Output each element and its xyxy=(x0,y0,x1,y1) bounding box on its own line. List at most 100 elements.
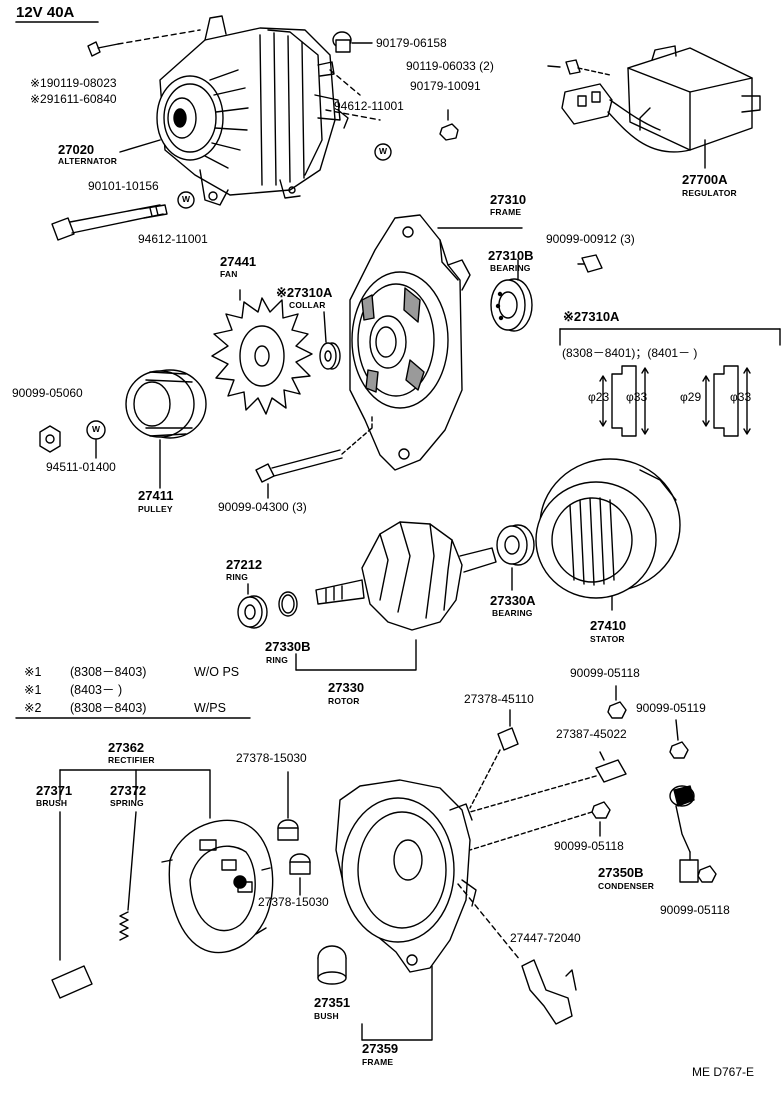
label-rotor-number: 27330 xyxy=(328,680,365,695)
label-bearing-27330a-name: BEARING xyxy=(492,608,533,618)
note-2-mark: ※1 xyxy=(24,683,42,697)
label-bearing-27310b-name: BEARING xyxy=(490,263,531,273)
collar-27310a xyxy=(319,311,341,370)
fan-27441-drawing xyxy=(211,289,313,415)
pulley-27411-drawing xyxy=(125,369,207,489)
ring-27330b xyxy=(278,591,298,617)
frame-27310-drawing xyxy=(349,214,523,471)
label-nut-90179-10091: 90179-10091 xyxy=(410,79,481,93)
label-regulator-number: 27700A xyxy=(682,172,728,187)
screw-90099-00912 xyxy=(577,254,603,273)
label-frame-27359-name: FRAME xyxy=(362,1057,394,1067)
label-bush-number: 27351 xyxy=(314,995,351,1010)
label-ring-27212-number: 27212 xyxy=(226,557,263,572)
label-bolt-90101-10156: 90101-10156 xyxy=(88,179,159,193)
glyph-washer-b: W xyxy=(182,194,191,204)
label-cap-90179-06158: 90179-06158 xyxy=(376,36,447,50)
label-nut-90099-05060: 90099-05060 xyxy=(12,386,83,400)
label-fan-name: FAN xyxy=(220,269,238,279)
glyph-washer-a: W xyxy=(379,146,388,156)
bracket-27447-72040 xyxy=(457,883,577,1025)
spring-27372 xyxy=(119,811,137,941)
collar-profile-a xyxy=(599,365,649,437)
footer-code: ME D767-E xyxy=(692,1065,755,1079)
bearing-27310b xyxy=(490,259,533,332)
label-screw-90119-06033: 90119-06033 (2) xyxy=(406,59,494,73)
label-brush-number: 27371 xyxy=(36,783,73,798)
label-brush-name: BRUSH xyxy=(36,798,68,808)
label-spring-name: SPRING xyxy=(110,798,144,808)
regulator-drawing xyxy=(561,45,761,169)
label-screw-90099-00912: 90099-00912 (3) xyxy=(546,232,635,246)
label-bush-name: BUSH xyxy=(314,1011,339,1021)
label-stator-number: 27410 xyxy=(590,618,627,633)
collar-detail-box xyxy=(559,328,781,437)
label-fan-number: 27441 xyxy=(220,254,257,269)
label-washer-94511-01400: 94511-01400 xyxy=(46,460,116,474)
label-insulator-a: 27378-15030 xyxy=(236,751,307,765)
alternator-leader xyxy=(119,139,161,153)
rectifier-27362-drawing xyxy=(59,769,274,954)
label-spring-number: 27372 xyxy=(110,783,147,798)
bush-27351 xyxy=(317,945,347,985)
label-nut-90099-05118-a: 90099-05118 xyxy=(570,666,640,680)
nut-90099-05060 xyxy=(39,425,61,453)
label-terminal-27378-45110: 27378-45110 xyxy=(464,692,534,706)
note-3-mark: ※2 xyxy=(24,701,42,715)
insulator-27378-15030-a xyxy=(277,771,299,841)
label-alternator-name: ALTERNATOR xyxy=(58,156,118,166)
nut-90099-05119 xyxy=(669,719,689,759)
bolt-90119-08023 xyxy=(87,29,201,57)
terminal-27378-45110 xyxy=(469,709,519,809)
label-pulley-name: PULLEY xyxy=(138,504,173,514)
note-3-desc: W/PS xyxy=(194,701,226,715)
screw-90119-06033 xyxy=(547,59,611,76)
collar-dim-a-outer: φ33 xyxy=(626,390,648,404)
cap-90179-06158 xyxy=(332,31,373,53)
label-frame-27359-number: 27359 xyxy=(362,1041,399,1056)
label-ring-27330b-number: 27330B xyxy=(265,639,311,654)
label-rotor-name: ROTOR xyxy=(328,696,360,706)
note-2-range: (8403－ ) xyxy=(70,683,123,697)
collar-detail-periods: (8308－8401)；(8401－ ) xyxy=(562,346,698,360)
note-3-range: (8308－8403) xyxy=(70,701,147,715)
label-washer-94612-a: 94612-11001 xyxy=(334,99,404,113)
bolt-90101-10156 xyxy=(51,204,168,241)
nut-90099-05118-b xyxy=(469,801,611,851)
collar-dim-b-outer: φ33 xyxy=(730,390,752,404)
label-bolt-top-1: ※190119-08023 xyxy=(30,76,117,90)
label-bearing-27310b-number: 27310B xyxy=(488,248,534,263)
label-nut-90099-05119: 90099-05119 xyxy=(636,701,706,715)
label-frame-27310-number: 27310 xyxy=(490,192,527,207)
note-1-range: (8308－8403) xyxy=(70,665,147,679)
brush-27371 xyxy=(51,811,93,999)
diagram-title: 12V 40A xyxy=(16,4,75,21)
label-bolt-90099-04300: 90099-04300 (3) xyxy=(218,500,307,514)
label-alternator-number: 27020 xyxy=(58,142,95,157)
assembly-axes xyxy=(325,69,381,121)
washer-94612-a xyxy=(374,143,392,161)
label-condenser-name: CONDENSER xyxy=(598,881,655,891)
collar-profile-b xyxy=(702,365,751,437)
label-rectifier-name: RECTIFIER xyxy=(108,755,155,765)
stator-27410-drawing xyxy=(535,458,681,611)
label-bracket-27447-72040: 27447-72040 xyxy=(510,931,581,945)
bearing-27330a xyxy=(496,524,535,591)
label-pulley-number: 27411 xyxy=(138,488,174,503)
label-frame-27310-name: FRAME xyxy=(490,207,522,217)
label-collar-number: ※27310A xyxy=(276,285,333,300)
condenser-27350b xyxy=(669,785,699,883)
label-ring-27212-name: RING xyxy=(226,572,249,582)
label-collar-name: COLLAR xyxy=(289,300,326,310)
collar-dim-b-inner: φ29 xyxy=(680,390,702,404)
label-bearing-27330a-number: 27330A xyxy=(490,593,536,608)
nut-90099-05118-c xyxy=(697,865,717,883)
glyph-washer-c: W xyxy=(92,424,101,434)
label-condenser-number: 27350B xyxy=(598,865,644,880)
label-ring-27330b-name: RING xyxy=(266,655,289,665)
label-stator-name: STATOR xyxy=(590,634,625,644)
rotor-27330-drawing xyxy=(295,521,497,671)
collar-dim-a-inner: φ23 xyxy=(588,390,610,404)
